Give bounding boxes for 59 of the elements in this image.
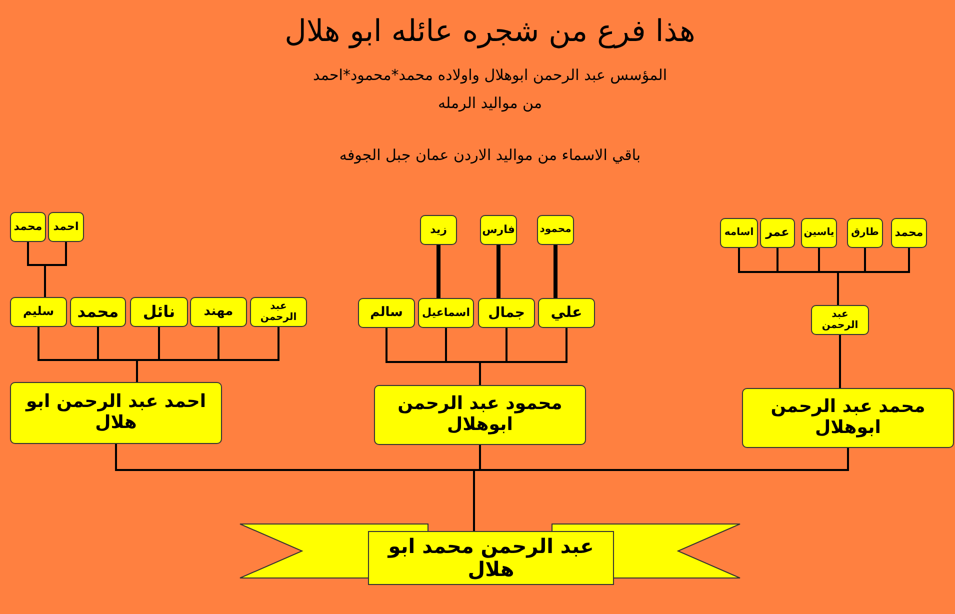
person-name: سالم: [370, 306, 403, 320]
name-box: [420, 215, 457, 245]
name-box: [478, 298, 535, 328]
connector-line: [436, 245, 440, 298]
connector-line: [44, 242, 67, 297]
person-name: احمد عبد الرحمن ابو هلال: [24, 392, 208, 434]
name-box: [480, 215, 517, 245]
name-box: [190, 297, 247, 327]
banner-box: [368, 531, 614, 585]
name-box: [358, 298, 415, 328]
person-name: اسماعيل: [422, 306, 470, 320]
connector-line: [837, 248, 910, 305]
name-box: [130, 297, 188, 327]
name-box: [537, 215, 574, 245]
person-name: طارق: [851, 227, 879, 239]
name-box: [48, 212, 84, 242]
person-name: محمد عبد الرحمن ابوهلال: [770, 397, 926, 439]
person-name: مهند: [204, 304, 234, 320]
person-name: محمود: [540, 224, 572, 236]
connector-line: [496, 245, 500, 298]
name-box: [10, 297, 67, 327]
person-name: علي: [550, 304, 582, 322]
name-box: [418, 298, 474, 328]
person-name: عبد الرحمن: [259, 300, 298, 324]
note-text: المؤسس عبد الرحمن ابوهلال واولاده محمد*محمود*احمد: [312, 66, 668, 84]
connector-line: [554, 245, 558, 298]
connector-line: [479, 328, 568, 385]
name-box: [10, 382, 222, 444]
person-name: زيد: [430, 224, 447, 236]
person-name: نائل: [142, 302, 176, 322]
name-box: [742, 388, 954, 448]
name-box: [891, 218, 927, 248]
name-box: [374, 385, 586, 445]
name-box: [250, 297, 307, 327]
title: هذا فرع من شجره عائله ابو هلال: [284, 14, 696, 49]
name-box: [10, 212, 46, 242]
person-name: ياسين: [804, 227, 834, 239]
person-name: عبد الرحمن محمد ابو هلال: [386, 535, 595, 581]
name-box: [720, 218, 758, 248]
person-name: جمال: [488, 304, 525, 322]
person-name: اسامه: [724, 227, 754, 239]
person-name: فارس: [482, 224, 515, 236]
name-box: [70, 297, 126, 327]
note-text: باقي الاسماء من مواليد الاردن عمان جبل الجوفه: [338, 146, 642, 164]
person-name: محمد: [14, 220, 42, 234]
name-box: [847, 218, 883, 248]
person-name: عبد الرحمن: [820, 308, 860, 332]
name-box: [811, 305, 869, 335]
connector-line: [839, 335, 841, 388]
note-text: من مواليد الرمله: [437, 94, 543, 112]
person-name: سليم: [23, 305, 54, 319]
name-box: [801, 218, 837, 248]
person-name: عمر: [766, 226, 790, 240]
person-name: محمود عبد الرحمن ابوهلال: [396, 394, 564, 436]
name-box: [538, 298, 595, 328]
person-name: احمد: [53, 220, 79, 234]
person-name: محمد: [77, 302, 119, 322]
person-name: محمد: [894, 226, 924, 240]
name-box: [760, 218, 795, 248]
